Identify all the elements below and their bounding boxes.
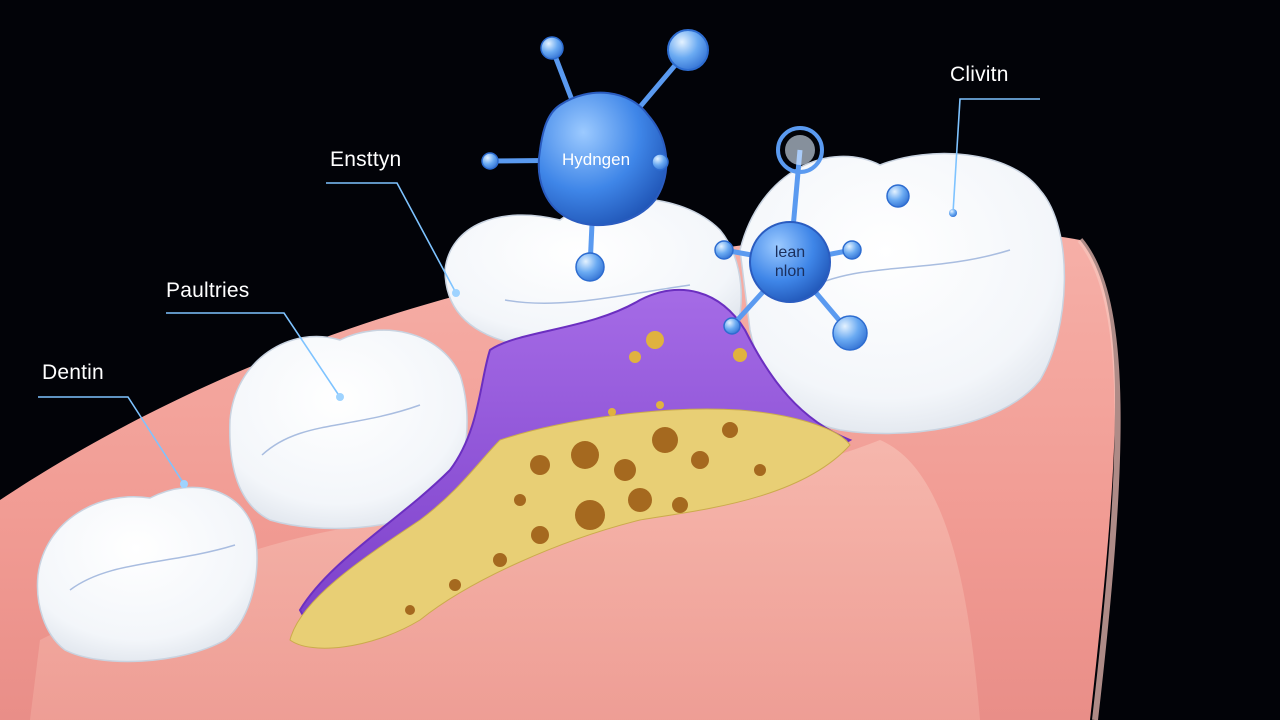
- molecule-top: Hydngen: [481, 29, 709, 282]
- molecule-top-core: [537, 91, 668, 227]
- tooth-second-groove: [261, 404, 421, 456]
- molecule-right-label-line2: nlon: [775, 263, 805, 280]
- label-paultries: Paultries: [166, 279, 250, 302]
- molecule-top-label: Hydngen: [562, 150, 630, 169]
- gum-inner-surface: [30, 440, 980, 720]
- decay-spots: [405, 422, 766, 615]
- plaque-particles: [608, 331, 747, 416]
- gum-edge-highlight: [1077, 238, 1121, 720]
- label-clivitn: Clivitn: [950, 63, 1009, 86]
- molecule-right: lean nlon: [714, 126, 868, 351]
- decay-area: [289, 408, 851, 649]
- leader-line-paultries: [166, 312, 341, 398]
- label-dentin: Dentin: [42, 361, 104, 384]
- water-droplets: [886, 184, 957, 217]
- leader-line-clivitn: [952, 98, 1040, 214]
- tooth-large-right: [739, 152, 1066, 435]
- label-ensttyn: Ensttyn: [330, 148, 402, 171]
- tooth-front: [36, 486, 258, 663]
- tooth-middle-groove: [504, 284, 691, 305]
- leader-lines: [38, 98, 1040, 485]
- tooth-front-groove: [69, 544, 236, 591]
- molecule-right-label-line1: lean: [775, 244, 805, 261]
- molecule-right-core: [749, 221, 831, 303]
- tooth-second: [229, 329, 468, 530]
- leader-line-ensttyn: [326, 182, 457, 294]
- leader-line-dentin: [38, 396, 185, 485]
